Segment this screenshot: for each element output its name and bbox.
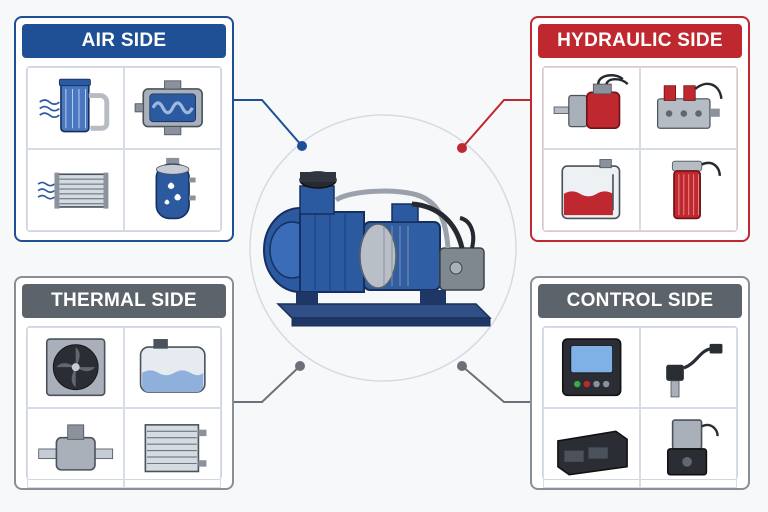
aftercooler-cell [27,149,124,231]
hydraulic-filter-icon [671,160,721,220]
connector-hydraulic [461,99,530,149]
connector-dot-air [297,141,307,151]
oil-cooler-cell [124,407,221,488]
ecu-module-icon [556,430,628,476]
control-side-title: CONTROL SIDE [538,284,742,318]
control-side-panel: CONTROL SIDE [530,276,750,490]
thermostat-valve-icon [38,424,113,471]
aftercooler-icon [37,172,109,209]
connector-air [234,99,303,147]
connector-control [461,365,530,403]
moisture-separator-tank-icon [155,158,196,220]
radiator-fan-icon [45,338,106,397]
hydraulic-valve-block-icon [656,82,723,130]
connector-dot-thermal [295,361,305,371]
hydraulic-pump-cell [543,67,640,149]
air-filter-icon [38,78,110,133]
thermal-side-grid [26,326,222,488]
radiator-cell [27,327,124,408]
solenoid-valve-icon [666,419,719,476]
air-side-panel: AIR SIDE [14,16,234,242]
hydraulic-filter-cell [640,149,737,231]
reservoir-cell [543,149,640,231]
thermal-side-title: THERMAL SIDE [22,284,226,318]
hydraulic-reservoir-icon [561,159,621,220]
coolant-tank-cell [124,327,221,408]
compressor-cell [124,67,221,149]
ecu-cell [543,407,640,488]
hydraulic-side-grid [542,66,738,232]
thermal-side-panel: THERMAL SIDE [14,276,234,490]
connector-dot-hydraulic [457,143,467,153]
hub-ring [249,114,517,382]
hydraulic-pump-motor-icon [553,74,629,130]
valve-block-cell [640,67,737,149]
control-panel-cell [543,327,640,408]
air-filter-cell [27,67,124,149]
control-panel-display-icon [561,338,622,397]
hydraulic-side-panel: HYDRAULIC SIDE [530,16,750,242]
air-side-title: AIR SIDE [22,24,226,58]
hydraulic-side-title: HYDRAULIC SIDE [538,24,742,58]
oil-cooler-icon [144,423,207,473]
separator-cell [124,149,221,231]
pump-motor-assembly-icon [263,171,492,327]
connector-dot-control [457,361,467,371]
connector-thermal [234,365,301,403]
air-side-grid [26,66,222,232]
rotary-screw-compressor-icon [134,80,203,136]
control-side-grid [542,326,738,488]
sensor-cell [640,327,737,408]
thermostat-cell [27,407,124,488]
solenoid-cell [640,407,737,488]
coolant-tank-icon [139,339,206,394]
pressure-sensor-icon [665,344,723,398]
